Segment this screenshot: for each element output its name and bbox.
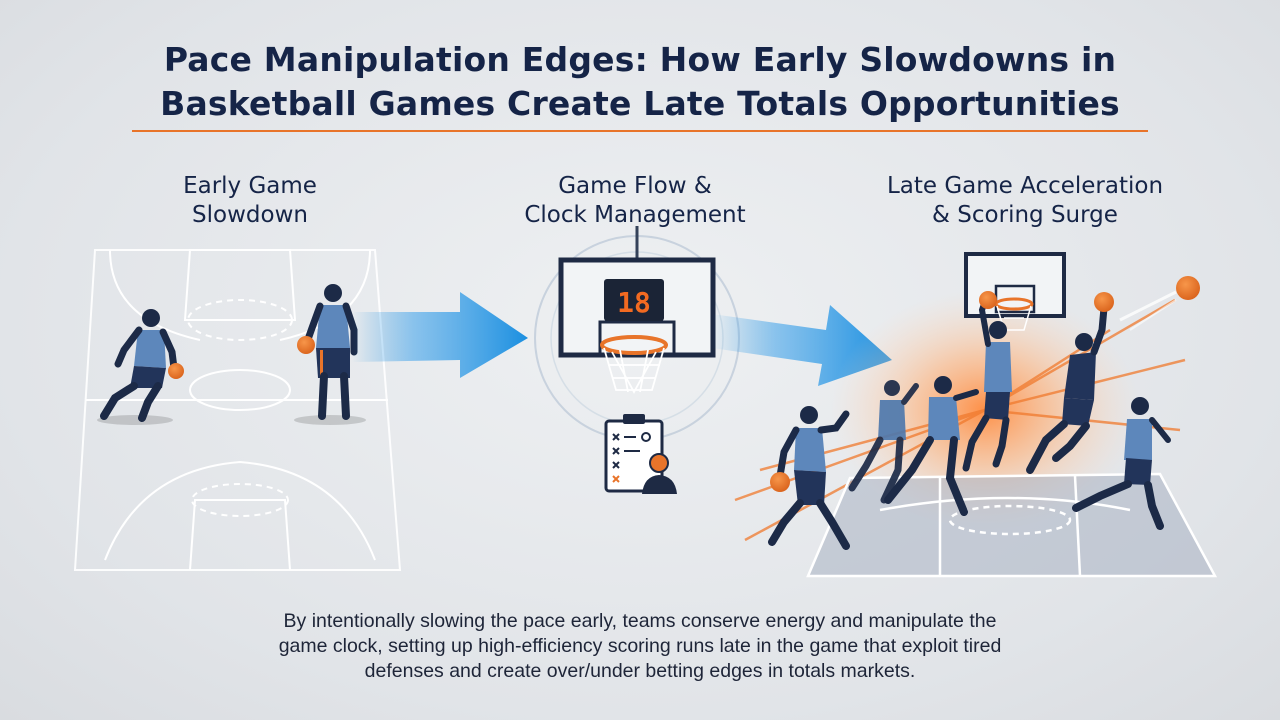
- court-icon: [73, 249, 402, 571]
- title-underline: [132, 130, 1148, 132]
- shot-clock-value: 18: [617, 286, 651, 319]
- shot-clock-icon: 18: [604, 279, 664, 321]
- player-icon: [97, 309, 184, 425]
- player-icon: [1026, 292, 1114, 474]
- player-icon: [848, 380, 919, 504]
- basketball-icon: [1119, 276, 1200, 331]
- stage-label-flow: Game Flow & Clock Management: [524, 173, 746, 228]
- basketball-icon: [297, 336, 315, 354]
- basketball-icon: [770, 472, 790, 492]
- player-icon: [962, 291, 1012, 472]
- basketball-icon: [979, 291, 997, 309]
- page-title: Pace Manipulation Edges: How Early Slowd…: [0, 38, 1280, 126]
- backboard-icon: [534, 226, 740, 441]
- court-icon: [806, 472, 1218, 578]
- coach-icon: [642, 453, 677, 494]
- player-icon: [294, 284, 366, 425]
- basketball-icon: [168, 363, 184, 379]
- flow-arrow-icon: [352, 292, 528, 378]
- stage-label-early: Early Game Slowdown: [183, 173, 317, 228]
- title-line-2: Basketball Games Create Late Totals Oppo…: [160, 84, 1120, 123]
- stage-label-late: Late Game Acceleration & Scoring Surge: [886, 173, 1164, 228]
- player-icon: [884, 376, 979, 516]
- player-icon: [768, 406, 850, 550]
- player-icon: [1072, 397, 1171, 530]
- basketball-icon: [1094, 292, 1114, 312]
- clipboard-icon: [604, 414, 664, 493]
- title-line-1: Pace Manipulation Edges: How Early Slowd…: [163, 40, 1117, 79]
- caption: By intentionally slowing the pace early,…: [278, 610, 1002, 682]
